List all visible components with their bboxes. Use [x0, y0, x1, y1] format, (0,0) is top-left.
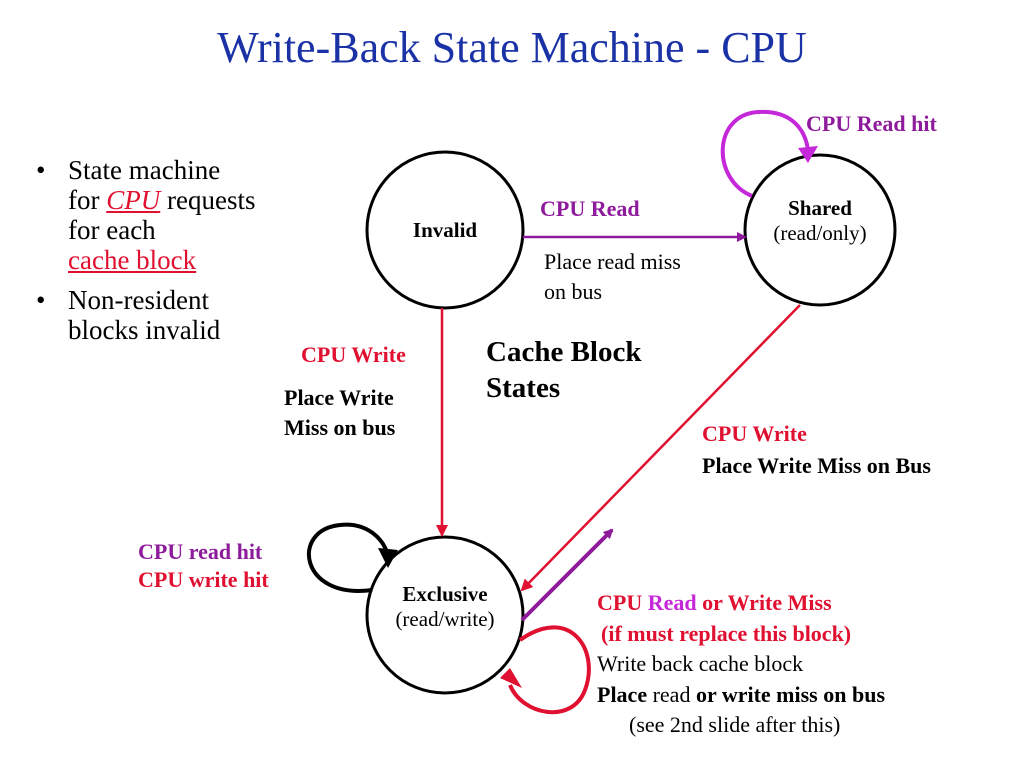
label-cpu-read-hit: CPU read hit: [138, 539, 263, 564]
arrow-exclusive-to-shared: [520, 528, 614, 622]
label-place-read-miss: Place read miss on bus: [544, 247, 681, 307]
label-place-write-miss-left: Place Write Miss on bus: [284, 383, 395, 443]
state-exclusive-label: Exclusive (read/write): [370, 582, 520, 632]
bullet-text-line: for CPU requests: [68, 185, 255, 215]
bullet-item-state-machine: • State machine for CPU requests for eac…: [36, 155, 255, 275]
label-or-write-miss: or Write Miss: [696, 590, 832, 615]
bullet-list: • State machine for CPU requests for eac…: [36, 155, 255, 355]
state-shared-label: Shared (read/only): [745, 196, 895, 246]
label-see-slide: (see 2nd slide after this): [629, 712, 841, 737]
bullet-text-line: cache block: [68, 245, 255, 275]
bullet-text: for: [68, 185, 107, 215]
label-cpu-word: CPU: [597, 590, 648, 615]
loop-exclusive-replace-arrowhead-icon: [500, 668, 522, 688]
state-shared-name: Shared: [788, 196, 852, 220]
bullet-text-line: Non-resident: [68, 285, 209, 315]
bullet-dot-icon: •: [36, 155, 46, 185]
bullet-item-non-resident: • Non-resident blocks invalid: [36, 285, 255, 345]
label-line: Place read miss: [544, 249, 681, 274]
label-or-write-miss-bus: or write miss on bus: [695, 681, 886, 707]
label-exclusive-hits: CPU read hit CPU write hit: [138, 538, 269, 594]
slide-title: Write-Back State Machine - CPU: [217, 23, 807, 72]
label-shared-to-exclusive: CPU Write Place Write Miss on Bus: [702, 418, 931, 482]
arrow-shared-to-exclusive: [520, 304, 801, 592]
state-exclusive-name: Exclusive: [402, 582, 488, 606]
bullet-text: requests: [160, 185, 256, 215]
label-place-word: Place: [597, 681, 648, 707]
bullet-text-line: blocks invalid: [68, 315, 221, 345]
state-shared-circle: [743, 153, 897, 307]
label-cpu-write-right: CPU Write: [702, 421, 807, 446]
label-line: Miss on bus: [284, 415, 396, 440]
label-line: Place read or write miss on bus: [597, 680, 885, 711]
label-read-write-miss: CPU Read or Write Miss (if must replace …: [597, 588, 885, 741]
loop-shared-arrowhead-icon: [798, 146, 818, 163]
label-read-word: Read: [647, 590, 697, 615]
label-write-back: Write back cache block: [597, 651, 804, 676]
cache-block-states-heading: Cache Block States: [486, 334, 641, 406]
heading-line: Cache Block: [486, 336, 642, 368]
label-line: on bus: [544, 279, 603, 304]
loop-shared-read-hit: [720, 109, 810, 198]
loop-exclusive-replace: [508, 625, 591, 715]
cache-block-link[interactable]: cache block: [68, 245, 197, 275]
state-invalid-circle: [365, 150, 525, 310]
state-exclusive-circle: [365, 535, 525, 695]
label-line: CPU Read or Write Miss: [597, 588, 885, 619]
heading-line: States: [486, 372, 561, 404]
label-line: Place Write: [284, 385, 394, 410]
loop-exclusive-arrowhead-icon: [378, 548, 398, 568]
label-shared-read-hit: CPU Read hit: [806, 111, 937, 136]
bullet-dot-icon: •: [36, 285, 46, 315]
state-shared-sub: (read/only): [773, 221, 867, 245]
label-cpu-write-hit: CPU write hit: [138, 567, 269, 592]
state-exclusive-sub: (read/write): [395, 607, 495, 631]
label-cpu-write-left: CPU Write: [301, 342, 406, 367]
label-read-word-plain: read: [647, 681, 696, 707]
loop-exclusive-hits: [306, 522, 391, 593]
label-place-write-miss-bus: Place Write Miss on Bus: [702, 453, 931, 478]
state-invalid-label: Invalid: [412, 218, 478, 242]
label-if-replace: (if must replace this block): [601, 620, 852, 646]
label-cpu-read: CPU Read: [540, 196, 640, 221]
bullet-text-line: for each: [68, 215, 156, 245]
bullet-text-line: State machine: [68, 155, 221, 185]
cpu-link[interactable]: CPU: [106, 185, 161, 215]
